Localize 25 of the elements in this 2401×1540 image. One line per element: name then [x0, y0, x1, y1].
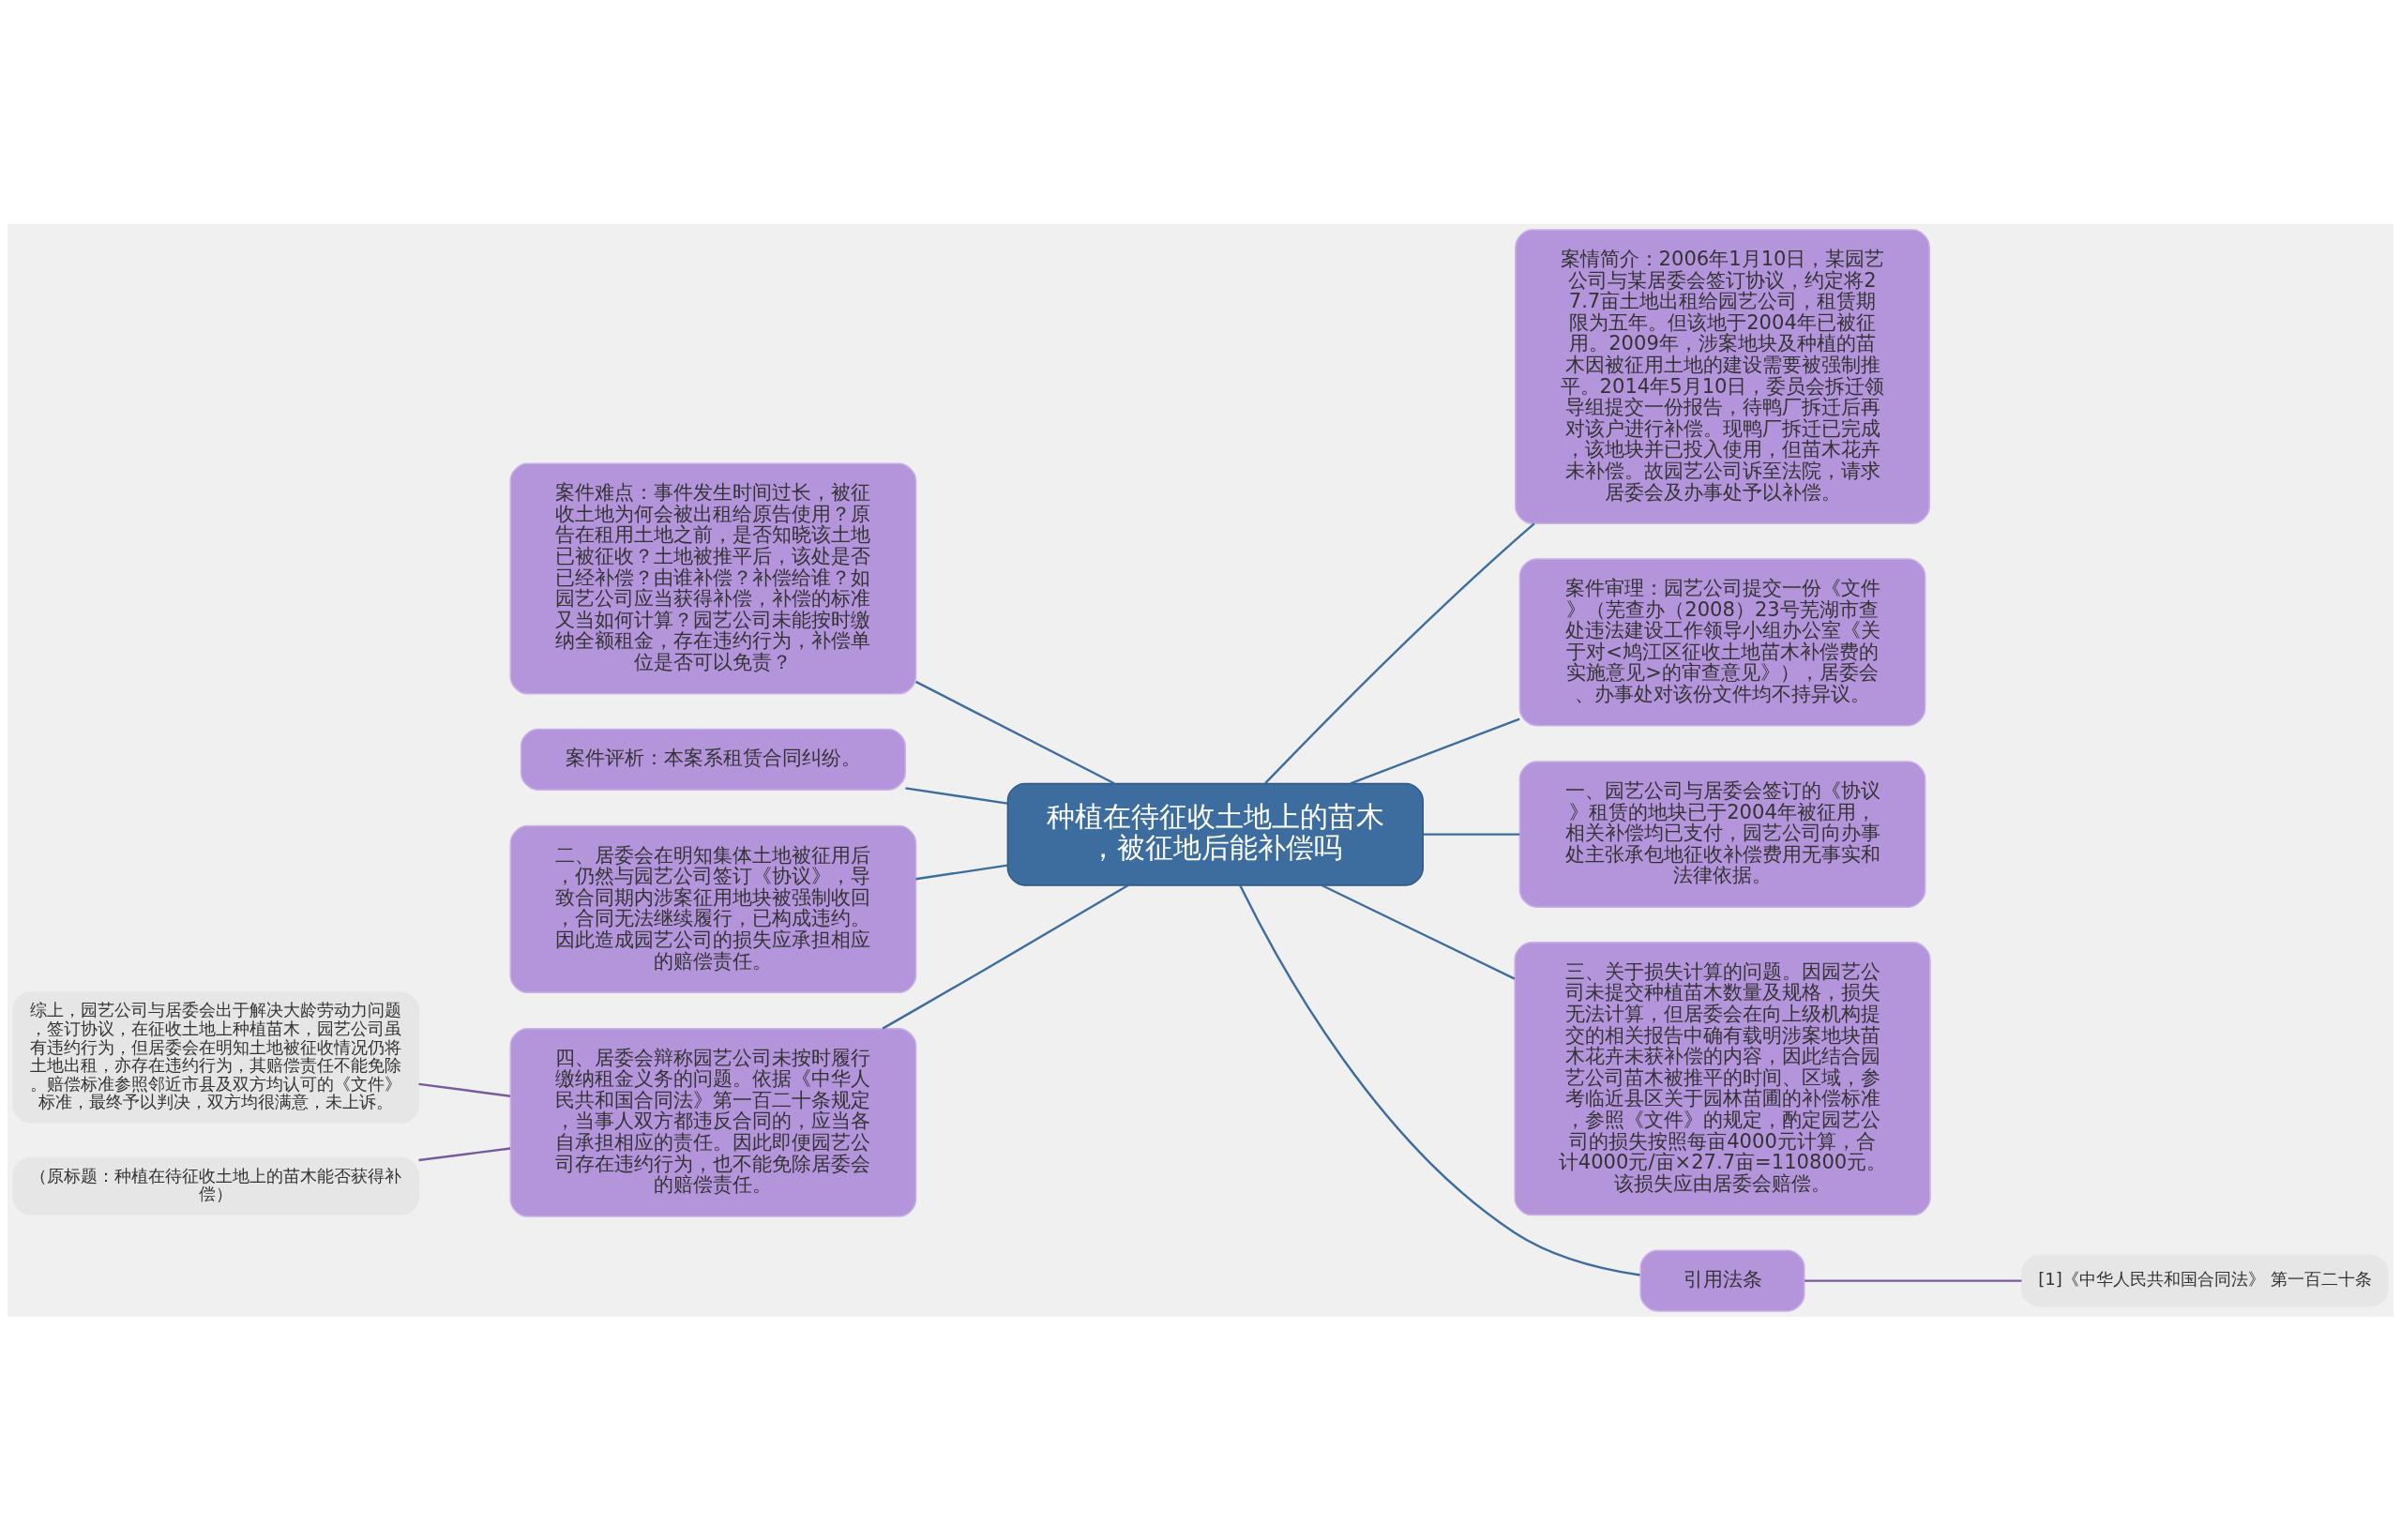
connector: [914, 680, 1115, 784]
node-box: 案情简介：2006年1月10日，某园艺公司与某居委会签订协议，约定将27.7亩土地出租给园艺公司，租赁期限为五年。但该地于2004年已被征用。2009年，涉案地块及种植的苗木因被征用土地的建设需要被强制推平。2014年5月10日，委员会拆迁领导组提交一份报告，待鸭厂拆迁后再对该户进行补偿。现鸭厂拆迁已完成，该地块并已投入使用，但苗木花卉未补偿。故园艺公司诉至法院，请求居委会及办事处予以补偿。: [1515, 228, 1930, 524]
node-box: 三、关于损失计算的问题。因园艺公司未提交种植苗木数量及规格，损失无法计算，但居委会在向上级机构提交的相关报告中确有载明涉案地块苗木花卉未获补偿的内容，因此结合园艺公司苗木被推平的时间、区域，参考临近县区关于园林苗圃的补偿标准，参照《文件》的规定，酌定园艺公司的损失按照每亩4000元计算，合计4000元/亩×27.7亩=110800元。该损失应由居委会赔偿。: [1514, 941, 1931, 1215]
connector: [418, 1146, 511, 1161]
node-box: [1]《中华人民共和国合同法》 第一百二十条: [2021, 1254, 2389, 1306]
connector: [915, 863, 1008, 880]
connector: [1239, 884, 1640, 1276]
connector: [1805, 1278, 2022, 1282]
node-box: 案件评析：本案系租赁合同纠纷。: [520, 728, 906, 791]
connector: [1350, 717, 1520, 784]
node-box: 种植在待征收土地上的苗木，被征地后能补偿吗: [1006, 782, 1424, 886]
connector: [418, 1082, 511, 1097]
node-box: 案件审理：园艺公司提交一份《文件》（芜查办（2008）23号芜湖市查处违法建设工作领导小组办公室《关于对<鸠江区征收土地苗木补偿费的实施意见>的审查意见》），居委会、办事处对该份文件均不持异议。: [1518, 557, 1926, 726]
node-box: 综上，园艺公司与居委会出于解决大龄劳动力问题，签订协议，在征收土地上种植苗木，园艺公司虽有违约行为，但居委会在明知土地被征收情况仍将土地出租，亦存在违约行为，其赔偿责任不能免除。赔偿标准参照邻近市县及双方均认可的《文件》标准，最终予以判决，双方均很满意，未上诉。: [12, 991, 420, 1124]
node-box: （原标题：种植在待征收土地上的苗木能否获得补偿）: [12, 1156, 420, 1215]
connector: [1264, 521, 1535, 784]
node-box: 一、园艺公司与居委会签订的《协议》租赁的地块已于2004年被征用，相关补偿均已支付，园艺公司向办事处主张承包地征收补偿费用无事实和法律依据。: [1518, 760, 1926, 908]
node-box: 案件难点：事件发生时间过长，被征收土地为何会被出租给原告使用？原告在租用土地之前，是否知晓该土地已被征收？土地被推平后，该处是否已经补偿？由谁补偿？补偿给谁？如园艺公司应当获得补偿，补偿的标准又当如何计算？园艺公司未能按时缴纳全额租金，存在违约行为，补偿单位是否可以免责？: [509, 462, 917, 695]
connector: [882, 883, 1129, 1030]
connector: [905, 786, 1008, 805]
node-box: 引用法条: [1639, 1248, 1805, 1312]
connector: [1423, 832, 1520, 836]
node-box: 二、居委会在明知集体土地被征用后，仍然与园艺公司签订《协议》，导致合同期内涉案征用地块被强制收回，合同无法继续履行，已构成违约。因此造成园艺公司的损失应承担相应的赔偿责任。: [509, 824, 917, 993]
node-box: 四、居委会辩称园艺公司未按时履行缴纳租金义务的问题。依据《中华人民共和国合同法》第一百二十条规定，当事人双方都违反合同的，应当各自承担相应的责任。因此即便园艺公司存在违约行为，也不能免除居委会的赔偿责任。: [509, 1027, 917, 1217]
connector: [1321, 883, 1516, 980]
